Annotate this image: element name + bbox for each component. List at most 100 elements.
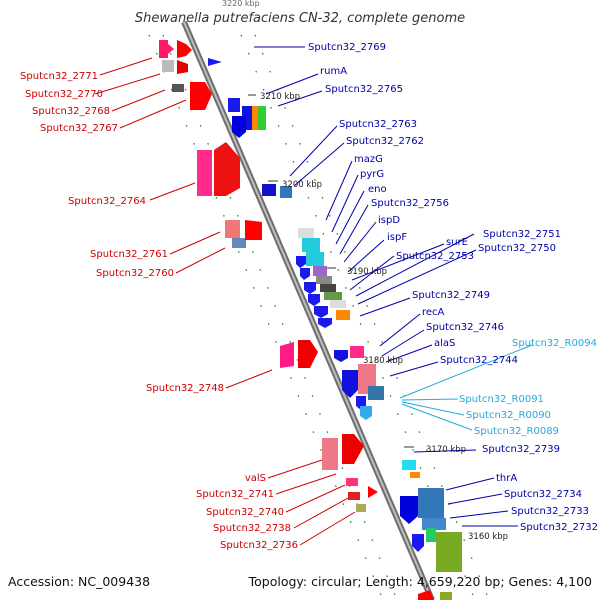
- left-labels: Sputcn32_2771 Sputcn32_2770 Sputcn32_276…: [20, 71, 298, 551]
- gene-2753a: [296, 256, 306, 268]
- scale-labels: 3210 kbp 3200 kbp 3190 kbp 3180 kbp 3170…: [260, 92, 508, 542]
- gene-label: Sputcn32_2760: [96, 268, 174, 279]
- topology-info: Topology: circular; Length: 4,659,220 bp…: [248, 574, 592, 589]
- gene-alaS: [342, 370, 358, 398]
- gene-2768: [172, 84, 184, 92]
- gene-eno: [306, 252, 324, 266]
- gene-2741: [342, 434, 364, 464]
- gene-2749a: [308, 294, 320, 306]
- scale-label: 3180 kbp: [363, 356, 403, 366]
- gene-rumA: [228, 98, 240, 112]
- backbone-axis: [181, 20, 435, 602]
- gene-2765c: [258, 106, 266, 130]
- gene-2770: [162, 60, 174, 72]
- gene-2732a: [426, 528, 436, 542]
- gene-2739b: [410, 472, 420, 478]
- leader-lines-left: [94, 57, 356, 546]
- gene-2771b: [177, 40, 192, 58]
- gene-label: Sputcn32_2753: [396, 251, 474, 262]
- gene-label: Sputcn32_2739: [482, 444, 560, 455]
- gene-2732b: [436, 532, 462, 572]
- gene-2769: [208, 58, 222, 66]
- gene-label: Sputcn32_2741: [196, 489, 274, 500]
- gene-label: Sputcn32_2761: [90, 249, 168, 260]
- top-scale-label: 3220 kbp: [222, 0, 260, 8]
- forward-genes: [159, 40, 434, 600]
- gene-label: pyrG: [360, 169, 384, 180]
- gene-label: Sputcn32_2749: [412, 290, 490, 301]
- gene-label: Sputcn32_2769: [308, 42, 386, 53]
- gene-label: Sputcn32_2732: [520, 522, 598, 533]
- rna-labels: Sputcn32_R0094 Sputcn32_R0091 Sputcn32_R…: [459, 338, 597, 437]
- gene-2748b: [298, 340, 318, 368]
- gene-label: alaS: [434, 338, 455, 349]
- gene-2738: [348, 492, 360, 500]
- gene-label: Sputcn32_2764: [68, 196, 146, 207]
- gene-label: Sputcn32_2768: [32, 106, 110, 117]
- gene-label: thrA: [496, 473, 517, 484]
- gene-2761b: [245, 220, 262, 240]
- gene-label: Sputcn32_2748: [146, 383, 224, 394]
- gene-bottom-b: [440, 592, 452, 600]
- gene-label: ispD: [378, 215, 400, 226]
- gene-2767: [190, 82, 212, 110]
- gene-2733: [422, 518, 446, 530]
- gene-label: recA: [422, 307, 445, 318]
- gene-2765a: [242, 106, 252, 130]
- gene-label: rumA: [320, 66, 347, 77]
- gene-ispF: [320, 284, 336, 292]
- scale-label: 3210 kbp: [260, 92, 300, 102]
- gene-2734: [418, 488, 444, 518]
- leader-lines-right: [254, 46, 518, 527]
- scale-label: 3160 kbp: [468, 532, 508, 542]
- rna-label: Sputcn32_R0090: [466, 410, 551, 421]
- gene-2749b: [314, 306, 328, 318]
- gene-2762: [280, 186, 292, 198]
- gene-label: Sputcn32_2746: [426, 322, 504, 333]
- gene-2763: [262, 184, 276, 196]
- gene-2750: [336, 310, 350, 320]
- gene-label: Sputcn32_2733: [511, 506, 589, 517]
- gene-label: ispF: [387, 232, 407, 243]
- gene-label: Sputcn32_2750: [478, 243, 556, 254]
- gene-label: Sputcn32_2751: [483, 229, 561, 240]
- gene-2771: [159, 40, 174, 58]
- gene-pyrG: [302, 238, 320, 252]
- gene-label: valS: [245, 473, 266, 484]
- gene-2753b: [300, 268, 310, 280]
- gene-2746: [350, 346, 364, 358]
- scale-label: 3170 kbp: [426, 445, 466, 455]
- rna-label: Sputcn32_R0091: [459, 394, 544, 405]
- gene-2739a: [402, 460, 416, 470]
- gene-2764a: [197, 150, 212, 196]
- gene-2764b: [214, 142, 240, 196]
- gene-label: Sputcn32_2770: [25, 89, 103, 100]
- gene-bottom: [418, 590, 434, 600]
- gene-2765d: [232, 116, 246, 138]
- gene-valS: [322, 438, 338, 470]
- gene-2756: [313, 266, 327, 276]
- right-labels: Sputcn32_2769 rumA Sputcn32_2765 Sputcn3…: [308, 42, 598, 533]
- leader-lines-rna: [399, 344, 533, 431]
- gene-2760: [232, 238, 246, 248]
- gene-2732c: [412, 534, 424, 552]
- gene-2749c: [318, 318, 332, 328]
- gene-2748a: [280, 342, 294, 368]
- gene-2753c: [304, 282, 316, 294]
- map-title: Shewanella putrefaciens CN-32, complete …: [135, 11, 465, 26]
- gene-label: Sputcn32_2740: [206, 507, 284, 518]
- gene-2770b: [177, 60, 188, 74]
- gene-2736b: [368, 486, 378, 498]
- rna-label: Sputcn32_R0089: [474, 426, 559, 437]
- gene-2740: [346, 478, 358, 486]
- gene-thrA: [400, 496, 418, 524]
- gene-recA: [334, 350, 348, 362]
- gene-label: Sputcn32_2771: [20, 71, 98, 82]
- gene-surE: [324, 292, 342, 300]
- gene-label: Sputcn32_2756: [371, 198, 449, 209]
- gene-R0091: [360, 406, 372, 420]
- accession-label: Accession: NC_009438: [8, 574, 150, 589]
- gene-label: Sputcn32_2738: [213, 523, 291, 534]
